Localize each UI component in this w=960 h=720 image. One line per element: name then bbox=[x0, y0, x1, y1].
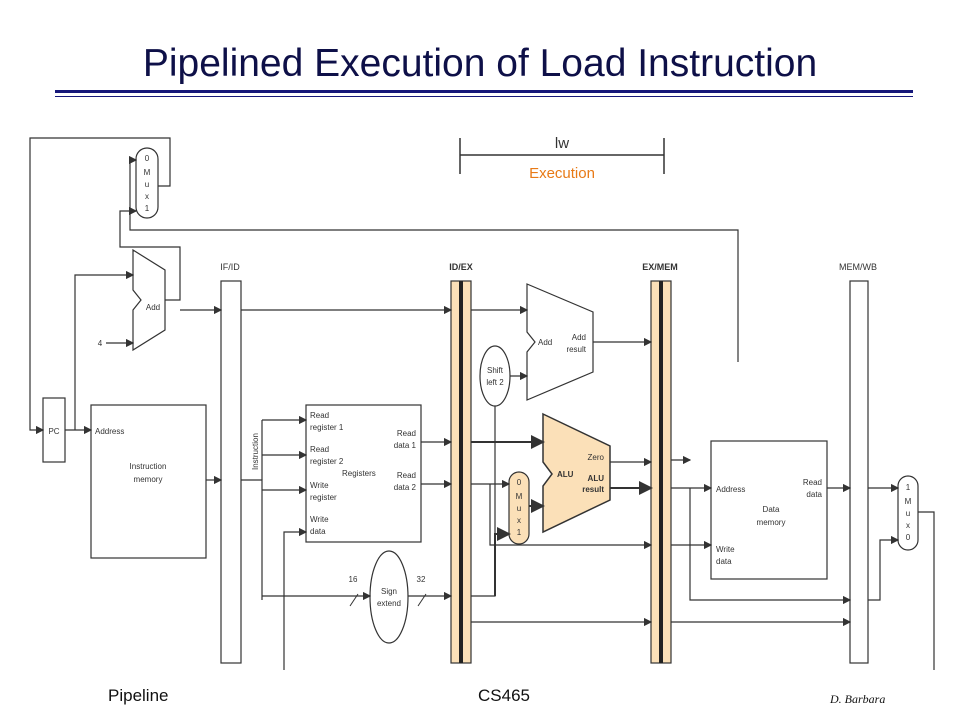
imem-label-2: memory bbox=[134, 475, 163, 484]
alu-mux-u: u bbox=[517, 504, 521, 513]
branch-adder-out1: Add bbox=[572, 333, 586, 342]
rf-wrb: register bbox=[310, 493, 337, 502]
title-underline-thin bbox=[55, 96, 913, 97]
rf-name: Registers bbox=[342, 469, 376, 478]
shift-2: left 2 bbox=[486, 378, 504, 387]
alu-result-2: result bbox=[582, 485, 604, 494]
pc-mux bbox=[135, 147, 159, 219]
wb-mux bbox=[897, 475, 919, 551]
footer-course: CS465 bbox=[478, 686, 530, 705]
data-memory bbox=[710, 440, 828, 580]
rf-rd2b: data 2 bbox=[394, 483, 417, 492]
alu-mux-x: x bbox=[517, 516, 521, 525]
rf-wda: Write bbox=[310, 515, 329, 524]
pc-label: PC bbox=[48, 427, 59, 436]
rf-rr2a: Read bbox=[310, 445, 329, 454]
pc-mux-1: 1 bbox=[145, 204, 150, 213]
dmem-label-2: memory bbox=[757, 518, 786, 527]
branch-adder-out2: result bbox=[566, 345, 586, 354]
alu-src-mux bbox=[508, 471, 530, 545]
pc-mux-x: x bbox=[145, 192, 149, 201]
alu bbox=[542, 412, 611, 534]
wb-mux-x: x bbox=[906, 521, 910, 530]
rf-rd2a: Read bbox=[397, 471, 416, 480]
mem-wb-register bbox=[849, 280, 869, 664]
dmem-write-1: Write bbox=[716, 545, 735, 554]
rf-wra: Write bbox=[310, 481, 329, 490]
rf-rd1b: data 1 bbox=[394, 441, 417, 450]
pc-mux-u: u bbox=[145, 180, 149, 189]
imem-address: Address bbox=[95, 427, 124, 436]
wb-mux-1: 1 bbox=[906, 483, 911, 492]
page-title: Pipelined Execution of Load Instruction bbox=[142, 42, 818, 85]
constant-four: 4 bbox=[98, 339, 103, 348]
if-id-register bbox=[220, 280, 242, 664]
wb-mux-u: u bbox=[906, 509, 910, 518]
register-file bbox=[305, 404, 422, 543]
instruction-memory bbox=[90, 404, 207, 559]
wb-mux-m: M bbox=[905, 497, 912, 506]
execution-phase-bracket: lw Execution bbox=[459, 135, 665, 182]
alu-zero: Zero bbox=[588, 453, 605, 462]
sign-extend-out-bits: 32 bbox=[417, 575, 426, 584]
phase-instruction: lw bbox=[555, 135, 569, 152]
pipeline-datapath-diagram: lw Execution IF/ID ID/EX EX/MEM MEM/WB P… bbox=[29, 135, 935, 670]
alu-name: ALU bbox=[557, 470, 574, 479]
ex-mem-register-core bbox=[659, 281, 663, 663]
alu-mux-0: 0 bbox=[517, 478, 522, 487]
shift-left-2 bbox=[479, 345, 511, 407]
pc-adder-label: Add bbox=[146, 303, 160, 312]
pc-adder bbox=[132, 248, 166, 352]
mem-wb-label: MEM/WB bbox=[839, 262, 877, 272]
pc-mux-0: 0 bbox=[145, 154, 150, 163]
imem-label-1: Instruction bbox=[130, 462, 167, 471]
imem-output-label: Instruction bbox=[251, 433, 260, 470]
sign-extend-in-bits: 16 bbox=[349, 575, 358, 584]
rf-rd1a: Read bbox=[397, 429, 416, 438]
dmem-read-1: Read bbox=[803, 478, 822, 487]
footer-topic: Pipeline bbox=[108, 686, 169, 705]
shift-1: Shift bbox=[487, 366, 504, 375]
rf-wdb: data bbox=[310, 527, 326, 536]
alu-result-1: ALU bbox=[588, 474, 605, 483]
id-ex-label: ID/EX bbox=[449, 262, 473, 272]
id-ex-register-core bbox=[459, 281, 463, 663]
rf-rr1a: Read bbox=[310, 411, 329, 420]
dmem-address: Address bbox=[716, 485, 745, 494]
sign-extend-2: extend bbox=[377, 599, 401, 608]
sign-extend-1: Sign bbox=[381, 587, 397, 596]
ex-mem-label: EX/MEM bbox=[642, 262, 678, 272]
footer-author: D. Barbara bbox=[830, 692, 886, 706]
alu-mux-m: M bbox=[516, 492, 523, 501]
phase-stage: Execution bbox=[529, 165, 595, 182]
branch-adder-in: Add bbox=[538, 338, 552, 347]
alu-mux-1: 1 bbox=[517, 528, 522, 537]
wb-mux-0: 0 bbox=[906, 533, 911, 542]
dmem-read-2: data bbox=[806, 490, 822, 499]
rf-rr2b: register 2 bbox=[310, 457, 344, 466]
sign-extend bbox=[369, 550, 409, 644]
branch-adder bbox=[526, 283, 594, 401]
dmem-label-1: Data bbox=[763, 505, 780, 514]
pc-mux-m: M bbox=[144, 168, 151, 177]
dmem-write-2: data bbox=[716, 557, 732, 566]
title-underline bbox=[55, 90, 913, 93]
datapath-wires bbox=[29, 137, 935, 670]
if-id-label: IF/ID bbox=[220, 262, 240, 272]
rf-rr1b: register 1 bbox=[310, 423, 344, 432]
